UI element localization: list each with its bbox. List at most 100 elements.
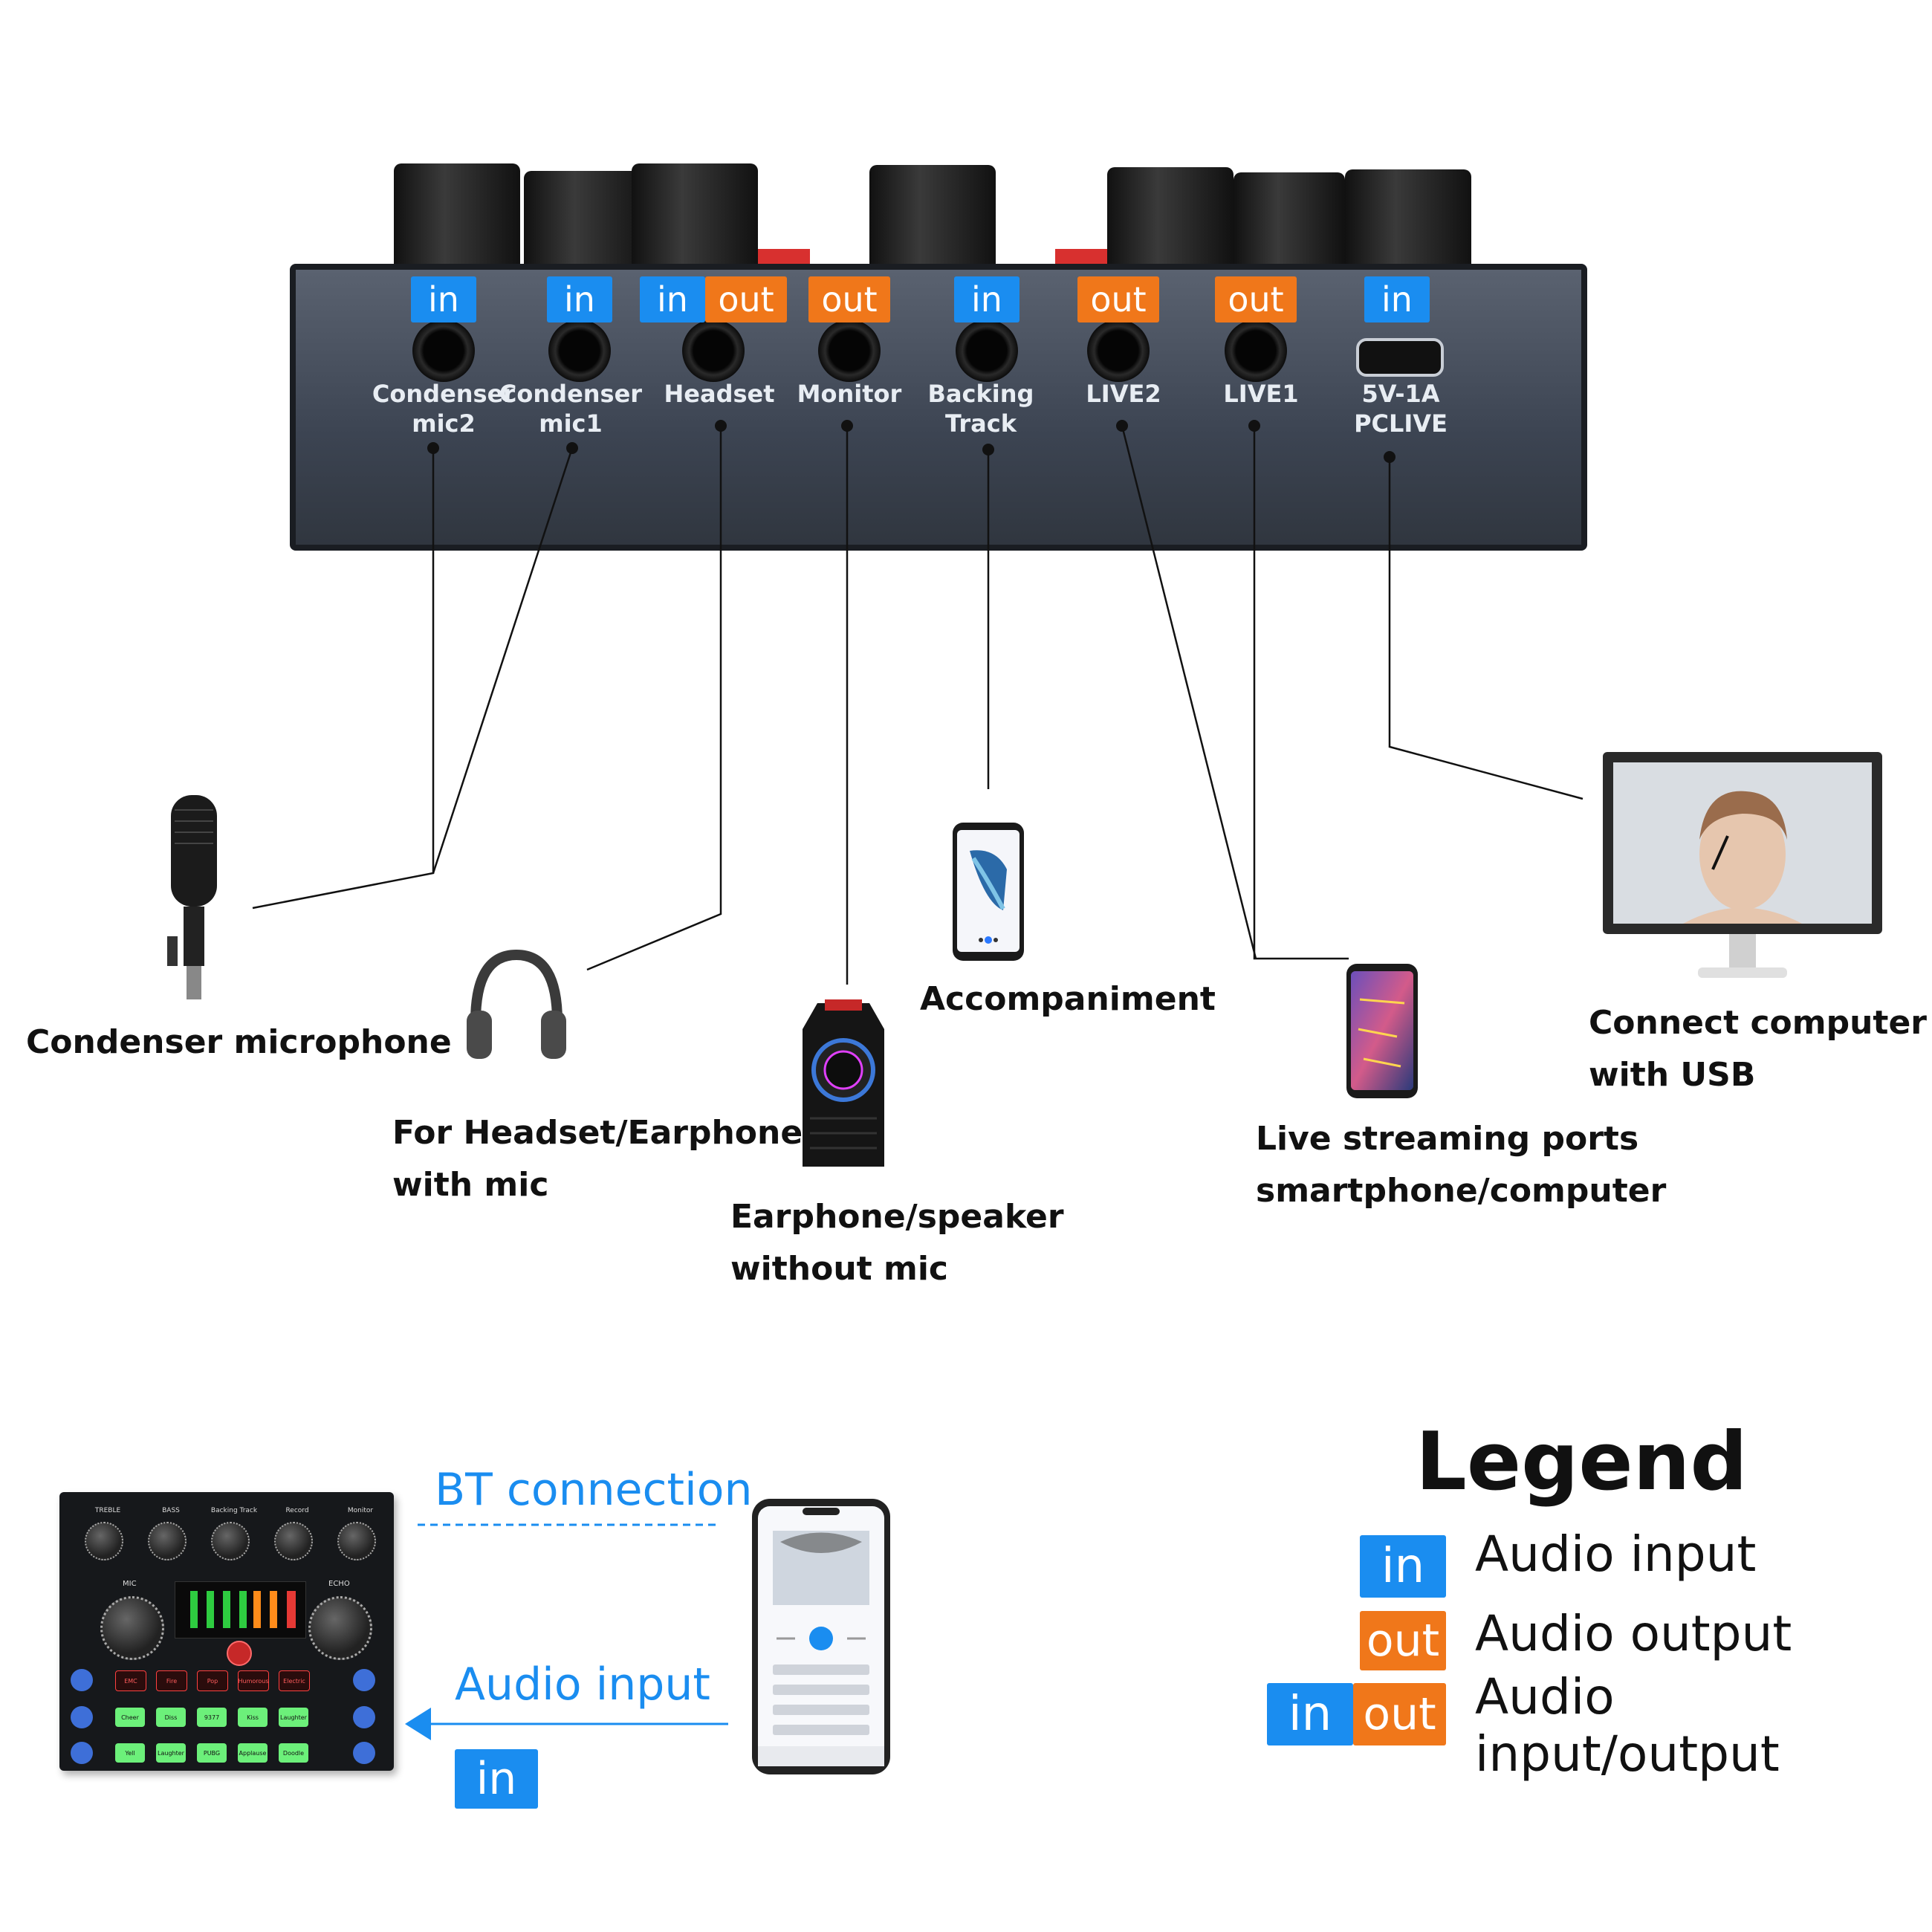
port-tag-in: in (640, 276, 705, 322)
legend-out-tag: out (1360, 1611, 1446, 1670)
mixer-side-button (353, 1706, 375, 1728)
knob (1234, 172, 1345, 275)
audio-jack (1225, 320, 1287, 382)
echo-big-knob (308, 1596, 372, 1660)
mixer-knob-label: TREBLE (94, 1507, 121, 1514)
knob (394, 163, 520, 275)
port-tag-out: out (1215, 276, 1297, 322)
line-mic2 (252, 448, 435, 910)
port-tag-out: out (1077, 276, 1159, 322)
mic-big-knob (100, 1596, 164, 1660)
dot-monitor (841, 420, 853, 432)
knob (1345, 169, 1471, 275)
mixer-knob (211, 1522, 250, 1560)
echo-knob-label: ECHO (328, 1580, 350, 1588)
mixer-knob (337, 1522, 376, 1560)
mixer-knob-label: Record (285, 1507, 309, 1514)
mixer-knob-label: BASS (162, 1507, 180, 1514)
mixer-display (175, 1581, 306, 1638)
knob (632, 163, 758, 275)
mixer-effect-button: Applause (238, 1743, 268, 1763)
sound-card-device (282, 156, 1590, 557)
port-tag-in: in (547, 276, 612, 322)
dot-live2 (1116, 420, 1128, 432)
line-mic1 (432, 447, 574, 874)
mixer-effect-button: Laughter (156, 1743, 186, 1763)
audio-input-in-tag: in (455, 1749, 538, 1809)
knob (524, 171, 650, 275)
legend-inout-in-tag: in (1267, 1683, 1353, 1745)
mixer-effect-button: Humorous (238, 1670, 269, 1691)
condenser-microphone-icon (167, 795, 217, 999)
mixer-effect-button: Cheer (115, 1708, 145, 1727)
mixer-side-button (71, 1669, 93, 1691)
phone-accompaniment-icon (953, 823, 1024, 961)
mixer-knob (85, 1522, 123, 1560)
line-live1 (1253, 426, 1349, 960)
legend-audio-input-output: Audio input/output (1475, 1668, 1780, 1783)
headphones-icon (467, 949, 566, 1059)
mixer-side-button (353, 1669, 375, 1691)
port-label: LIVE2 (1086, 380, 1161, 408)
mixer-effect-button: Kiss (238, 1708, 268, 1727)
audio-jack (548, 320, 611, 382)
speaker-icon (803, 999, 884, 1167)
mixer-effect-button: PUBG (197, 1743, 227, 1763)
mixer-side-button (71, 1742, 93, 1764)
line-live2 (1121, 425, 1257, 959)
port-label: Condenser mic2 (372, 380, 516, 438)
legend-audio-output: Audio output (1475, 1605, 1792, 1662)
mixer-knob (274, 1522, 313, 1560)
audio-jack (682, 320, 745, 382)
line-headset (586, 426, 722, 971)
port-tag-in: in (1364, 276, 1430, 322)
mixer-side-button (71, 1706, 93, 1728)
dot-mic2 (427, 442, 439, 454)
port-label: Condenser mic1 (499, 380, 643, 438)
power-button-icon (227, 1641, 252, 1666)
dot-live1 (1248, 420, 1260, 432)
caption-computer-usb: Connect computer with USB (1589, 1004, 1927, 1094)
port-label: Monitor (797, 380, 902, 408)
phone-bt-icon (752, 1499, 890, 1774)
knob (1107, 167, 1234, 275)
mixer-effect-button: Doodle (279, 1743, 308, 1763)
caption-speaker: Earphone/speaker without mic (730, 1198, 1064, 1288)
mixer-knob (148, 1522, 187, 1560)
caption-accompaniment: Accompaniment (920, 980, 1216, 1018)
audio-jack (412, 320, 475, 382)
caption-live-streaming: Live streaming ports smartphone/computer (1256, 1120, 1667, 1210)
mixer-effect-button: Yell (115, 1743, 145, 1763)
mixer-effect-button: Fire (156, 1670, 187, 1691)
port-tag-out: out (808, 276, 890, 322)
dot-backing (982, 444, 994, 456)
audio-jack (956, 320, 1018, 382)
port-label: 5V-1A PCLIVE (1354, 380, 1448, 438)
dot-mic1 (566, 442, 578, 454)
mixer-effect-button: Diss (156, 1708, 186, 1727)
legend-inout-out-tag: out (1353, 1683, 1446, 1745)
port-label: Headset (664, 380, 775, 408)
port-label: Backing Track (927, 380, 1034, 438)
legend-audio-input: Audio input (1475, 1526, 1757, 1583)
mixer-knob-label: Monitor (347, 1507, 374, 1514)
audio-jack (818, 320, 881, 382)
mixer-effect-button: 9377 (197, 1708, 227, 1727)
port-tag-in: in (954, 276, 1020, 322)
audio-input-label: Audio input (455, 1659, 710, 1711)
caption-condenser-microphone: Condenser microphone (26, 1023, 452, 1061)
port-tag-in: in (411, 276, 476, 322)
audio-jack (1087, 320, 1150, 382)
port-label: LIVE1 (1223, 380, 1299, 408)
legend-in-tag: in (1360, 1535, 1446, 1598)
mixer-effect-button: Laughter (279, 1708, 308, 1727)
legend-title: Legend (1416, 1416, 1748, 1508)
dot-headset (715, 420, 727, 432)
mixer-effect-button: Electric (279, 1670, 310, 1691)
caption-headset: For Headset/Earphone with mic (392, 1114, 803, 1204)
phone-live-icon (1346, 964, 1418, 1098)
mixer-effect-button: Pop (197, 1670, 228, 1691)
mixer-side-button (353, 1742, 375, 1764)
